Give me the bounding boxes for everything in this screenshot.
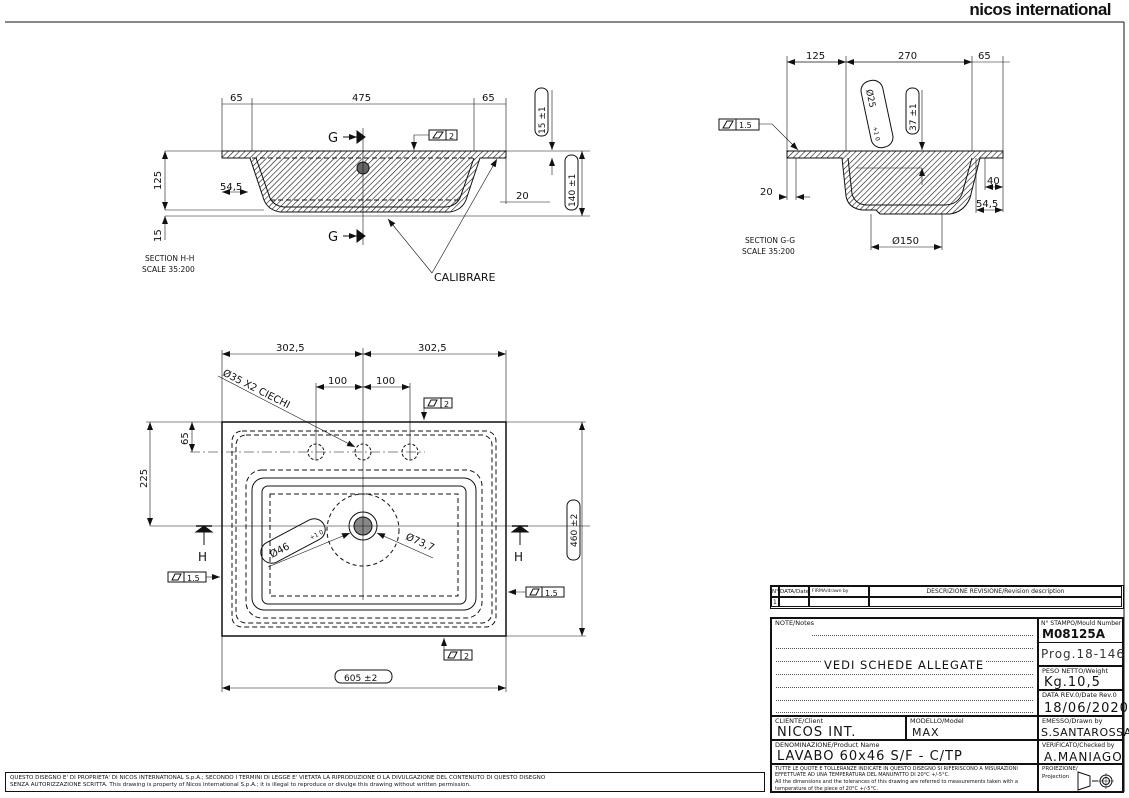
weight-cell: PESO NETTO/Weight Kg.10,5 <box>1038 666 1123 690</box>
rev-row-description <box>869 597 1122 607</box>
section-gg-title: SECTION G-G <box>745 236 795 245</box>
mould-number: M08125A <box>1042 627 1105 641</box>
dim-plan-tap-left: 100 <box>328 376 347 387</box>
cut-label-bottom: G <box>328 230 338 245</box>
model-label: MODELLO/Model <box>910 717 964 725</box>
dim-hh-height: 140 ±1 <box>568 174 578 207</box>
dim-hh-offset: 54,5 <box>220 182 242 193</box>
holes-note: Ø35 X2 CIECHI <box>221 367 292 411</box>
disclaimer-line-2: SENZA AUTORIZZAZIONE SCRITTA. This drawi… <box>10 782 471 788</box>
weight-label: PESO NETTO/Weight <box>1042 667 1109 675</box>
projection-cell: PROIEZIONE/ Projection <box>1038 764 1123 792</box>
section-gg <box>718 56 1010 250</box>
dim-gg-lip: 40 <box>987 176 1000 187</box>
rev-header-date: DATA/Date <box>779 586 809 597</box>
dim-plan-drain-offset: 225 <box>139 469 150 488</box>
dim-hh-rim-thickness: 15 ±1 <box>538 106 548 134</box>
disclaimer-line-1: QUESTO DISEGNO E' DI PROPRIETA' DI NICOS… <box>10 775 546 781</box>
dim-gg-overflow-height: 37 ±1 <box>909 103 919 131</box>
flatness-gg-value: 1.5 <box>739 121 752 130</box>
date-label: DATA REV.0/Date Rev.0 <box>1042 691 1117 699</box>
cut-label-top: G <box>328 131 338 146</box>
projection-label: PROIEZIONE/ Projection <box>1042 766 1078 780</box>
flatness-plan-top: 2 <box>444 400 449 409</box>
client-cell: CLIENTE/Client NICOS INT. <box>771 716 906 740</box>
checked-label: VERIFICATO/Checked by <box>1042 742 1115 749</box>
mould-label: N° STAMPO/Mould Number <box>1041 620 1122 627</box>
dim-gg-drain: Ø150 <box>892 235 919 247</box>
flatness-plan-bottom: 2 <box>464 652 469 661</box>
notes-text: VEDI SCHEDE ALLEGATE <box>822 658 987 672</box>
model-value: MAX <box>912 726 940 739</box>
weight-value: Kg.10,5 <box>1044 675 1101 690</box>
dim-plan-width: 605 ±2 <box>344 674 377 684</box>
section-hh-scale: SCALE 35:200 <box>142 265 195 274</box>
dim-hh-left-flange: 65 <box>230 93 243 104</box>
dim-hh-depth: 125 <box>153 171 164 190</box>
date-value: 18/06/2020 <box>1044 701 1129 716</box>
checked-cell: VERIFICATO/Checked by A.MANIAGO <box>1038 740 1123 764</box>
dim-plan-tap-right: 100 <box>376 376 395 387</box>
dim-plan-half-right: 302,5 <box>418 343 447 354</box>
dim-gg-offset: 54,5 <box>976 199 998 210</box>
flatness-plan-left: 1.5 <box>187 574 200 583</box>
copyright-disclaimer: QUESTO DISEGNO E' DI PROPRIETA' DI NICOS… <box>5 772 765 792</box>
dim-plan-overflow: Ø46 <box>268 540 292 560</box>
flatness-plan-right: 1.5 <box>545 589 558 598</box>
product-cell: DENOMINAZIONE/Product Name LAVABO 60x46 … <box>771 740 1038 764</box>
rev-header-no: N° <box>771 586 779 597</box>
calibrare-callout: CALIBRARE <box>434 271 495 284</box>
notes-cell: NOTE/Notes VEDI SCHEDE ALLEGATE <box>771 618 1038 716</box>
dim-hh-right-flange: 65 <box>482 93 495 104</box>
client-value: NICOS INT. <box>777 725 857 740</box>
tolerance-note-cell: TUTTE LE QUOTE E TOLLERANZE INDICATE IN … <box>771 764 1038 792</box>
projection-symbol-icon <box>1077 771 1114 791</box>
dim-plan-tap-offset: 65 <box>180 432 191 445</box>
rev-row-drawn <box>809 597 869 607</box>
dim-gg-overflow: Ø25 <box>863 88 878 108</box>
dim-hh-rim: 20 <box>516 191 529 202</box>
dim-gg-overflow-tol: +1 0 <box>871 126 881 142</box>
plan-view <box>146 348 590 692</box>
company-logo: nicos international <box>969 0 1111 19</box>
section-label-right: H <box>514 550 523 564</box>
tolerance-note-en: All the dimensions and the tolerances of… <box>775 779 1018 792</box>
drawn-label: EMESSO/Drawn by <box>1042 717 1103 725</box>
rev-header-description: DESCRIZIONE REVISIONE/Revision descripti… <box>869 586 1122 597</box>
dim-gg-bowl: 270 <box>898 51 917 62</box>
section-hh <box>162 87 590 274</box>
rev-row-date <box>779 597 809 607</box>
drawn-value: S.SANTAROSSA <box>1041 726 1129 739</box>
section-gg-scale: SCALE 35:200 <box>742 247 795 256</box>
product-label: DENOMINAZIONE/Product Name <box>775 741 880 749</box>
title-block: NOTE/Notes VEDI SCHEDE ALLEGATE N° STAMP… <box>770 617 1129 793</box>
rev-header-drawn: FIRMA/drawn by <box>809 586 869 597</box>
section-label-left: H <box>198 550 207 564</box>
drawn-cell: EMESSO/Drawn by S.SANTAROSSA <box>1038 716 1129 740</box>
dim-gg-rim: 20 <box>760 187 773 198</box>
checked-value: A.MANIAGO <box>1044 750 1123 764</box>
dim-gg-back: 125 <box>806 51 825 62</box>
dim-gg-front: 65 <box>978 51 991 62</box>
dim-plan-drain-hole: Ø73,7 <box>404 531 436 554</box>
rev-row-no: 1 <box>771 597 779 607</box>
dim-plan-half-left: 302,5 <box>276 343 305 354</box>
client-label: CLIENTE/Client <box>775 717 824 725</box>
dim-hh-bottom: 15 <box>153 229 164 242</box>
prog-number: Prog.18-146 <box>1041 647 1125 661</box>
revision-table: N° DATA/Date FIRMA/drawn by DESCRIZIONE … <box>770 585 1124 609</box>
notes-label: NOTE/Notes <box>775 619 815 627</box>
dim-plan-depth: 460 ±2 <box>570 514 580 547</box>
dim-plan-overflow-tol: +1 0 <box>309 529 325 542</box>
flatness-hh-value: 2 <box>449 132 454 141</box>
product-value: LAVABO 60x46 S/F - C/TP <box>777 749 963 764</box>
dim-hh-width: 475 <box>352 93 371 104</box>
section-hh-title: SECTION H-H <box>145 254 194 263</box>
date-cell: DATA REV.0/Date Rev.0 18/06/2020 <box>1038 690 1128 716</box>
tolerance-note-it: TUTTE LE QUOTE E TOLLERANZE INDICATE IN … <box>775 766 1018 779</box>
model-cell: MODELLO/Model MAX <box>906 716 1038 740</box>
prog-cell: Prog.18-146 <box>1038 642 1125 666</box>
